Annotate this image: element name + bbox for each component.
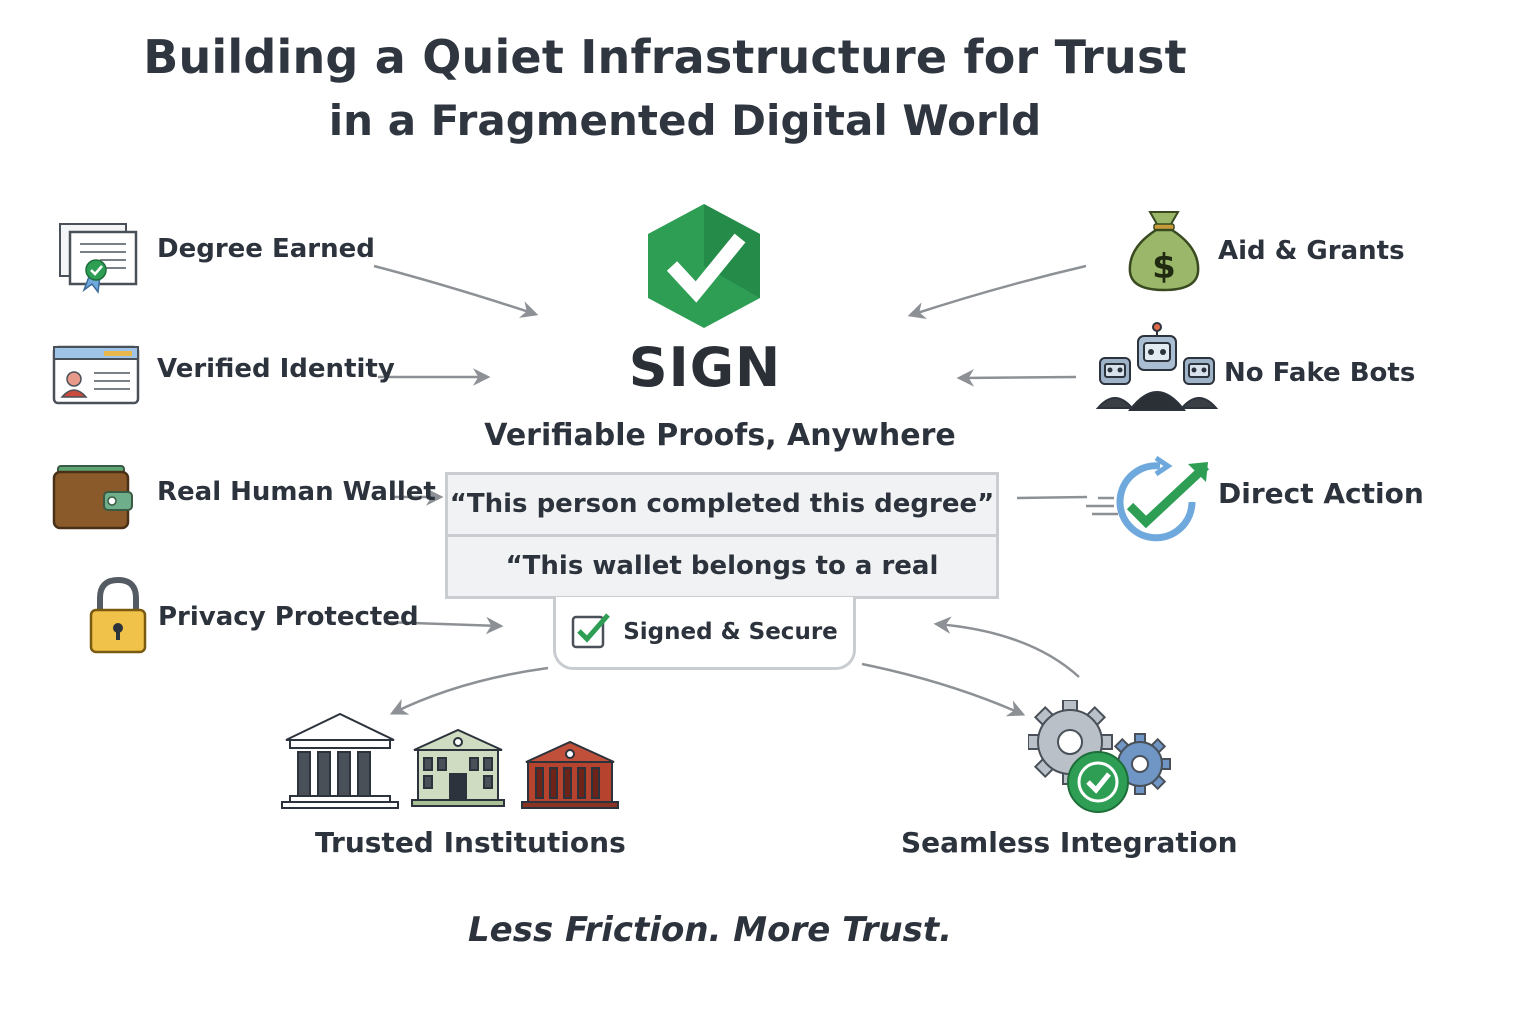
action-check-icon: [1084, 455, 1212, 550]
robots-icon: [1095, 322, 1219, 416]
arrow-bots: [956, 369, 1077, 387]
checkbox-check-icon: [571, 611, 611, 653]
signed-secure-badge: Signed & Secure: [553, 597, 856, 670]
sign-logo-icon: [644, 202, 764, 334]
page-subtitle: in a Fragmented Digital World: [328, 96, 1042, 145]
arrow-privacy: [383, 616, 504, 635]
money-bag-icon: $: [1124, 208, 1204, 298]
svg-text:$: $: [1152, 247, 1176, 287]
label-verified-identity: Verified Identity: [157, 354, 395, 384]
claim-wallet: “This wallet belongs to a real human.”: [448, 534, 996, 640]
page-title: Building a Quiet Infrastructure for Trus…: [143, 30, 1187, 84]
arrow-aid: [907, 264, 1087, 319]
label-no-fake-bots: No Fake Bots: [1224, 358, 1416, 388]
label-seamless-integration: Seamless Integration: [901, 826, 1238, 859]
brand-name: SIGN: [628, 336, 782, 399]
label-real-human-wallet: Real Human Wallet: [157, 477, 436, 507]
gears-icon: [1027, 699, 1172, 822]
label-degree-earned: Degree Earned: [157, 234, 375, 264]
brand-tagline: Verifiable Proofs, Anywhere: [484, 418, 956, 453]
id-card-icon: [52, 345, 140, 409]
institutions-icon: [278, 712, 622, 816]
diploma-icon: [56, 220, 140, 298]
label-aid-grants: Aid & Grants: [1218, 236, 1405, 266]
label-direct-action: Direct Action: [1218, 477, 1424, 510]
wallet-icon: [52, 464, 134, 536]
label-privacy-protected: Privacy Protected: [158, 602, 419, 632]
footer-tagline: Less Friction. More Trust.: [467, 910, 953, 950]
claim-degree: “This person completed this degree”: [449, 489, 995, 519]
badge-label: Signed & Secure: [623, 619, 838, 645]
arrow-degree: [373, 264, 539, 318]
arrow-integration: [861, 662, 1026, 717]
label-trusted-institutions: Trusted Institutions: [315, 826, 626, 859]
arrow-feedback: [933, 616, 1080, 678]
arrow-institutions: [389, 666, 549, 715]
line-action: [1016, 495, 1088, 500]
claims-box: “This person completed this degree” “Thi…: [445, 472, 999, 640]
padlock-icon: [88, 576, 148, 660]
